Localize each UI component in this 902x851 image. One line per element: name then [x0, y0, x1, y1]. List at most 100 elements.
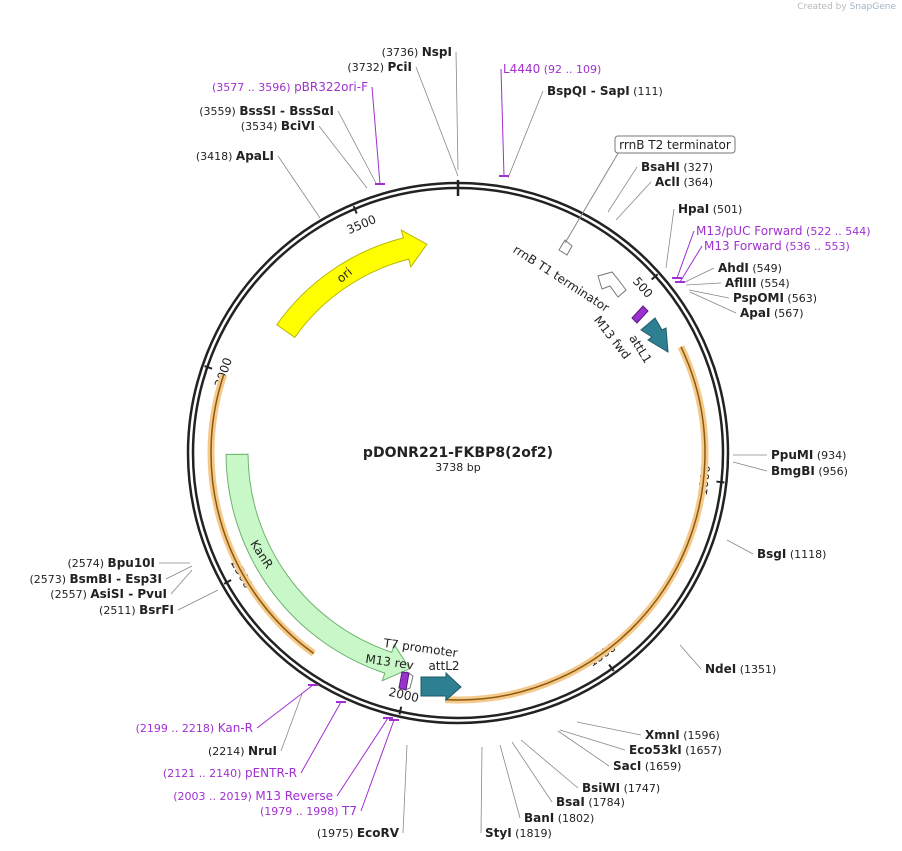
orange-arc-1	[210, 374, 315, 655]
leader-bsai	[511, 741, 553, 803]
site-text-ppumi: PpuMI (934)	[771, 448, 846, 462]
primer-name: pENTR-R	[245, 766, 297, 780]
site-name: XmnI	[645, 728, 680, 742]
leader-ecorv	[402, 744, 408, 834]
leader-afliii	[685, 282, 722, 286]
rrnB-T2-terminator-arrow	[558, 239, 573, 256]
site-coord: (2214)	[208, 745, 248, 758]
leader-nrui	[280, 693, 303, 752]
orange-arcs	[207, 345, 709, 704]
site-coord: (1975)	[317, 827, 357, 840]
site-name: AhdI	[718, 261, 749, 275]
site-text-bsgi: BsgI (1118)	[757, 547, 826, 561]
site-coord: (934)	[813, 449, 846, 462]
site-name: ApaI	[740, 306, 770, 320]
primer-name: M13 Reverse	[255, 789, 333, 803]
label-attL2: attL2	[428, 659, 459, 673]
site-apai: ApaI (567)	[740, 306, 804, 320]
primer-text-l4440: L4440 (92 .. 109)	[503, 62, 601, 76]
site-name: ApaLI	[236, 149, 274, 163]
leader-bani	[499, 744, 521, 819]
attL1-arrow	[640, 317, 669, 353]
label-M13-rev: M13 rev	[365, 652, 415, 673]
site-bani: BanI (1802)	[524, 811, 594, 825]
site-name: BssSI - BssSαI	[239, 104, 334, 118]
primer-name: T7	[341, 804, 357, 818]
site-text-bmgbi: BmgBI (956)	[771, 464, 848, 478]
site-name: BsaHI	[641, 160, 680, 174]
site-text-bsssi-bsss-i: (3559) BssSI - BssSαI	[199, 104, 334, 118]
site-text-acli: AclI (364)	[655, 175, 713, 189]
site-coord: (1659)	[641, 760, 681, 773]
site-text-bcivi: (3534) BciVI	[241, 119, 315, 133]
site-bsiwi: BsiWI (1747)	[582, 781, 660, 795]
site-coord: (1118)	[786, 548, 826, 561]
leader-bsrfi	[177, 589, 219, 611]
leader-bspqi-sapi	[507, 90, 544, 179]
primer-range: (92 .. 109)	[540, 63, 601, 76]
leader-bsmbi-esp3i	[165, 565, 193, 580]
kanr-arrow	[225, 453, 411, 682]
site-name: NruI	[248, 744, 277, 758]
primer-kan-r: (2199 .. 2218) Kan-R	[136, 684, 318, 735]
snapgene-credit: Created by SnapGene	[797, 2, 896, 12]
primer-t7: (1979 .. 1998) T7	[260, 719, 399, 818]
primer-name: pBR322ori-F	[294, 80, 368, 94]
site-name: EcoRV	[357, 826, 400, 840]
ruler-tick-2000	[398, 706, 403, 715]
leader-apai	[689, 291, 737, 314]
primer-range: (536 .. 553)	[782, 240, 850, 253]
leader-acli	[615, 181, 652, 221]
site-name: BmgBI	[771, 464, 815, 478]
site-apali: (3418) ApaLI	[196, 149, 274, 163]
site-labels: (3736) NspI(3732) PciI(3559) BssSI - Bss…	[29, 45, 848, 840]
site-bspqi-sapi: BspQI - SapI (111)	[547, 84, 663, 98]
primer-leader-m13-forward	[679, 245, 703, 283]
site-text-bsrfi: (2511) BsrFI	[99, 603, 174, 617]
primer-leader-l4440	[500, 68, 505, 177]
primer-name: M13/pUC Forward	[696, 224, 803, 238]
site-name: NspI	[422, 45, 452, 59]
site-coord: (956)	[815, 465, 848, 478]
site-bsai: BsaI (1784)	[556, 795, 625, 809]
site-hpai: HpaI (501)	[678, 202, 742, 216]
primer-m13-reverse: (2003 .. 2019) M13 Reverse	[173, 717, 393, 803]
site-coord: (327)	[680, 161, 713, 174]
primer-m13-forward: M13 Forward (536 .. 553)	[675, 239, 850, 283]
site-coord: (549)	[749, 262, 782, 275]
site-name: BsmBI - Esp3I	[70, 572, 162, 586]
site-coord: (1747)	[620, 782, 660, 795]
site-coord: (567)	[770, 307, 803, 320]
primer-range: (2003 .. 2019)	[173, 790, 255, 803]
site-coord: (554)	[757, 277, 790, 290]
site-name: NdeI	[705, 662, 736, 676]
site-coord: (3736)	[382, 46, 422, 59]
site-eco53ki: Eco53kI (1657)	[629, 743, 722, 757]
primer-range: (522 .. 544)	[803, 225, 871, 238]
ruler-tick-2500	[223, 579, 232, 585]
site-name: BsaI	[556, 795, 585, 809]
site-name: Bpu10I	[108, 556, 155, 570]
site-text-apai: ApaI (567)	[740, 306, 804, 320]
site-name: HpaI	[678, 202, 709, 216]
leader-bsahi	[607, 166, 638, 213]
site-text-bsmbi-esp3i: (2573) BsmBI - Esp3I	[29, 572, 162, 586]
leader-bcivi	[318, 125, 368, 189]
primer-name: Kan-R	[218, 721, 253, 735]
plasmid-name: pDONR221-FKBP8(2of2)	[363, 445, 553, 461]
primer-labels: L4440 (92 .. 109) (3577 .. 3596) pBR322or…	[136, 62, 871, 818]
credit-prefix: Created by	[797, 2, 847, 12]
label-rrnB-T1-terminator: rrnB T1 terminator	[511, 242, 612, 315]
leader-pcii	[415, 66, 459, 177]
ruler-tick-1000	[716, 480, 725, 484]
site-text-bani: BanI (1802)	[524, 811, 594, 825]
primer-pbr322ori-f: (3577 .. 3596) pBR322ori-F	[212, 80, 385, 185]
site-name: PspOMI	[733, 291, 784, 305]
ruler-tick-3000	[204, 365, 213, 370]
site-bsahi: BsaHI (327)	[641, 160, 713, 174]
ruler-label-2000: 2000	[387, 685, 420, 705]
site-bpu10i: (2574) Bpu10I	[67, 556, 155, 570]
leader-saci	[557, 730, 610, 767]
site-text-styi: StyI (1819)	[485, 826, 552, 840]
ruler-tick-3500	[352, 205, 358, 214]
